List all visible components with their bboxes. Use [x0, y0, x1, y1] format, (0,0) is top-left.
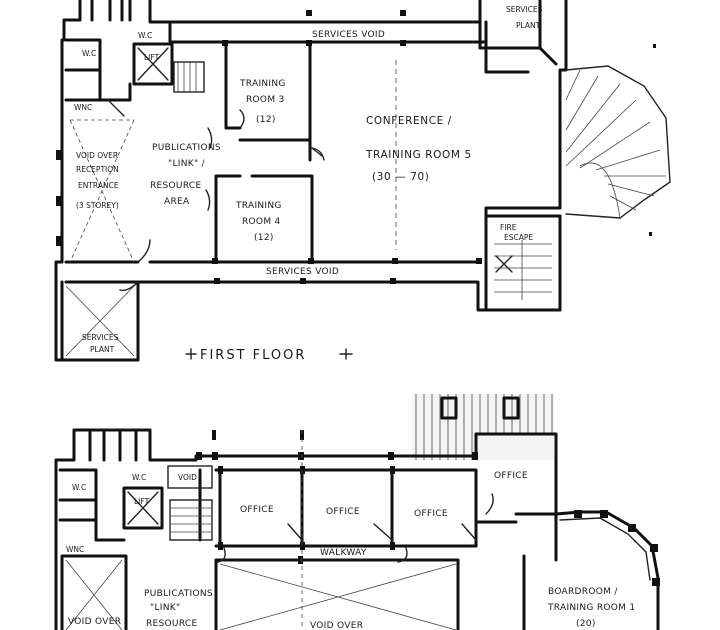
label-conference-1: CONFERENCE / [366, 115, 452, 127]
stair-core [173, 61, 205, 93]
ground-label-office-2: OFFICE [326, 507, 360, 517]
first-floor-top-wall [148, 0, 482, 24]
ground-label-boardroom-2: TRAINING ROOM 1 [547, 603, 635, 613]
label-fire-escape-2: ESCAPE [504, 233, 533, 242]
existing-building-hatch [412, 394, 554, 460]
label-publications-1: PUBLICATIONS [152, 143, 221, 153]
title-marker-right [339, 348, 353, 360]
label-void-reception-4: (3 STOREY) [76, 201, 119, 210]
services-plant-cross [65, 285, 135, 357]
ground-label-office-1: OFFICE [240, 505, 274, 515]
ground-stair [169, 499, 213, 541]
label-training-4-2: ROOM 4 [242, 217, 281, 227]
first-floor-title: FIRST FLOOR [200, 348, 306, 363]
services-plant-top-wall [478, 0, 558, 66]
ground-lift-shaft [122, 486, 164, 530]
title-marker-left [185, 348, 197, 360]
ground-floor-plan [54, 394, 660, 630]
label-void-reception-1: VOID OVER [76, 151, 118, 160]
first-floor-posts [56, 10, 482, 284]
ground-label-wc-c: WNC [66, 545, 84, 554]
ground-label-wc-a: W.C [72, 483, 86, 492]
office-partitions [300, 468, 478, 548]
label-wc-c: WNC [74, 103, 92, 112]
label-training-3-1: TRAINING [239, 79, 286, 89]
label-publications-4: AREA [164, 197, 190, 207]
label-void-reception-3: ENTRANCE [78, 181, 119, 190]
label-fire-escape-1: FIRE [500, 223, 517, 232]
label-training-4-1: TRAINING [235, 201, 282, 211]
ground-label-boardroom-3: (20) [576, 619, 596, 629]
ground-label-publications-2: "LINK" [150, 603, 180, 613]
label-lift: LIFT [144, 53, 160, 62]
ground-void-small [167, 465, 213, 489]
label-void-reception-2: RECEPTION [76, 165, 119, 174]
lift-shaft-cross [137, 47, 169, 81]
label-training-4-3: (12) [254, 233, 274, 243]
ground-label-office-4: OFFICE [494, 471, 528, 481]
label-publications-2: "LINK" / [168, 159, 206, 169]
label-services-plant-bottom-2: PLANT [90, 345, 115, 354]
training-room-3-door [239, 109, 245, 129]
label-wc-a: W.C [82, 49, 96, 58]
ground-floor-labels: W.C W.C WNC LIFT VOID OFFICE OFFICE OFFI… [66, 471, 635, 630]
training-room-3-wall [224, 42, 312, 162]
ground-label-lift: LIFT [134, 497, 150, 506]
fire-escape-core [484, 214, 562, 312]
ground-label-boardroom-1: BOARDROOM / [548, 587, 618, 597]
wc-cluster-walls [64, 0, 152, 102]
ground-label-office-3: OFFICE [414, 509, 448, 519]
ground-label-walkway: WALKWAY [320, 548, 367, 558]
label-conference-3: (30 — 70) [372, 171, 430, 183]
label-services-plant-bottom-1: SERVICES [82, 333, 119, 342]
ground-label-wc-b: W.C [132, 473, 146, 482]
training-room-4-wall [214, 174, 314, 264]
services-void-top-wall [168, 20, 530, 74]
label-wc-b: W.C [138, 31, 152, 40]
ground-label-void-over-mid: VOID OVER [310, 621, 363, 630]
label-services-void-bottom: SERVICES VOID [266, 267, 339, 277]
label-services-plant-top-1: SERVICES [506, 5, 543, 14]
label-services-void-top: SERVICES VOID [312, 30, 385, 40]
first-floor-labels: SERVICES PLANT SERVICES VOID W.C W.C WNC… [74, 5, 543, 363]
ground-label-void-small: VOID [178, 473, 197, 482]
ground-label-publications-1: PUBLICATIONS [144, 589, 213, 599]
label-training-3-2: ROOM 3 [246, 95, 285, 105]
label-services-plant-top-2: PLANT [516, 21, 541, 30]
label-training-3-3: (12) [256, 115, 276, 125]
external-spiral-stair [565, 65, 671, 219]
ground-void-over [214, 558, 460, 630]
ground-label-publications-3: RESOURCE [146, 619, 198, 629]
ground-label-void-over-left: VOID OVER [68, 617, 121, 627]
lift-shaft [132, 42, 174, 86]
ground-wc-cluster [58, 428, 138, 542]
void-reception-cross [69, 119, 135, 263]
first-floor-plan [54, 0, 671, 362]
ground-floor-inner-corridor [198, 468, 558, 548]
services-plant-bottom-room [60, 280, 140, 362]
label-conference-2: TRAINING ROOM 5 [365, 149, 472, 161]
label-publications-3: RESOURCE [150, 181, 202, 191]
conference-door [311, 147, 325, 161]
sheet-margin-marks [649, 44, 656, 236]
